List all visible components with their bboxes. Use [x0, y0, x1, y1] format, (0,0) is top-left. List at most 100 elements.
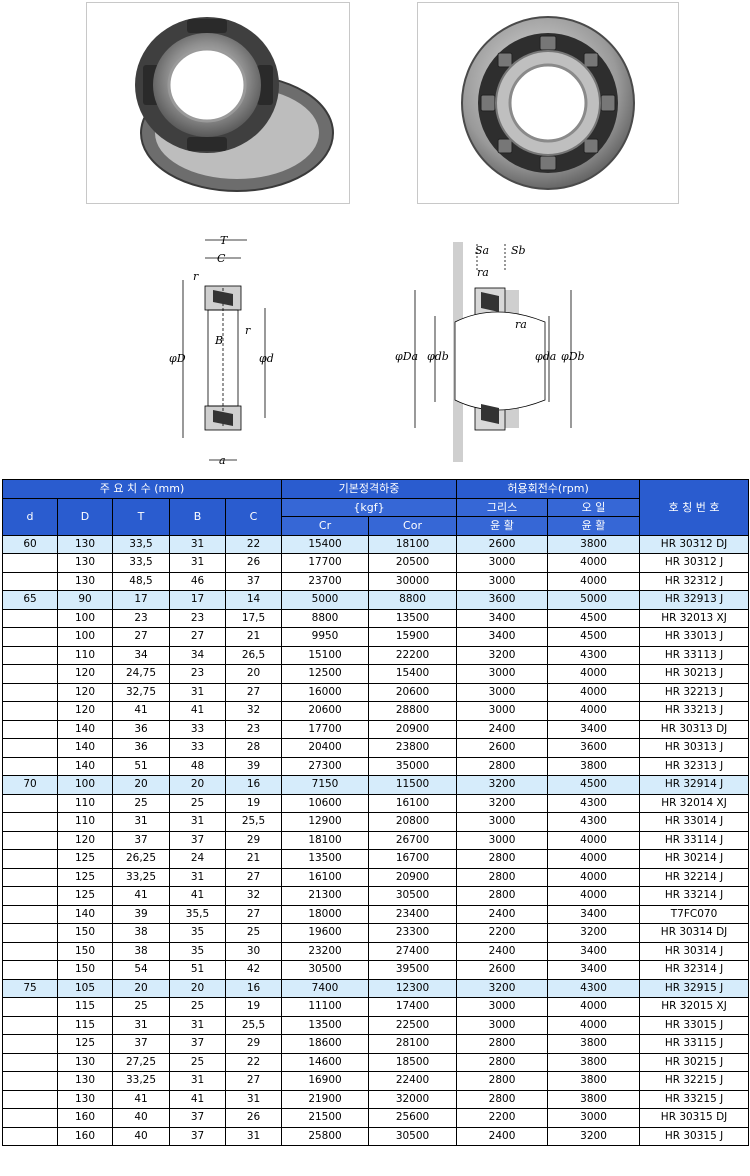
table-cell: HR 32915 J	[639, 978, 750, 998]
table-cell: 2400	[456, 904, 549, 924]
table-cell: 21500	[281, 1108, 370, 1128]
table-cell: 25	[112, 793, 170, 813]
table-cell: 75	[2, 978, 58, 998]
table-cell: 17,5	[224, 608, 283, 628]
table-cell: 120	[57, 664, 113, 684]
table-cell: 4500	[547, 775, 641, 795]
table-cell: 18000	[281, 904, 370, 924]
table-cell: 18600	[281, 1034, 370, 1054]
table-cell: 22400	[368, 1071, 458, 1091]
table-cell	[2, 830, 58, 850]
table-cell: 29	[224, 830, 283, 850]
table-cell: 27	[224, 867, 283, 887]
table-cell: 22200	[368, 645, 458, 665]
table-cell: 14600	[281, 1052, 370, 1072]
table-cell: 20600	[281, 701, 370, 721]
table-cell: 31	[169, 1015, 226, 1035]
table-cell: 150	[57, 960, 113, 980]
table-cell: 17700	[281, 553, 370, 573]
table-cell: HR 32015 XJ	[639, 997, 750, 1017]
table-cell	[2, 1052, 58, 1072]
table-cell: 17	[169, 590, 226, 610]
table-cell: 23	[224, 719, 283, 739]
table-cell: 3000	[456, 812, 549, 832]
table-cell: 27400	[368, 941, 458, 961]
table-cell: 2800	[456, 1071, 549, 1091]
table-cell: 27,25	[112, 1052, 170, 1072]
table-cell	[2, 812, 58, 832]
table-cell: HR 33114 J	[639, 830, 750, 850]
table-cell: 23	[112, 608, 170, 628]
table-cell: 22	[224, 1052, 283, 1072]
table-cell: 2800	[456, 867, 549, 887]
table-cell: 12300	[368, 978, 458, 998]
table-cell: 140	[57, 756, 113, 776]
table-cell: 37	[224, 571, 283, 591]
table-cell	[2, 571, 58, 591]
table-cell: HR 30215 J	[639, 1052, 750, 1072]
table-cell: 36	[112, 738, 170, 758]
table-cell: HR 32213 J	[639, 682, 750, 702]
table-cell: 8800	[368, 590, 458, 610]
table-cell: 25	[169, 1052, 226, 1072]
table-cell: 18100	[281, 830, 370, 850]
table-cell: 37	[112, 1034, 170, 1054]
table-cell: 105	[57, 978, 113, 998]
table-cell: 41	[112, 701, 170, 721]
header-C: C	[224, 497, 283, 536]
table-cell: 3200	[456, 645, 549, 665]
table-cell: 42	[224, 960, 283, 980]
table-cell: 20	[224, 664, 283, 684]
table-cell: 24	[169, 849, 226, 869]
label-phi-da: φda	[535, 350, 556, 363]
table-cell: 32000	[368, 1089, 458, 1109]
table-cell: 21900	[281, 1089, 370, 1109]
label-phi-Da: φDa	[395, 350, 418, 363]
table-cell: 4000	[547, 830, 641, 850]
table-cell: 4300	[547, 812, 641, 832]
header-Cr: Cr	[281, 516, 370, 536]
table-cell: 2400	[456, 719, 549, 739]
table-cell: 22500	[368, 1015, 458, 1035]
table-cell: 38	[112, 923, 170, 943]
table-cell: 2800	[456, 1089, 549, 1109]
table-cell: 48	[169, 756, 226, 776]
table-cell: 3800	[547, 1089, 641, 1109]
table-cell: 30	[224, 941, 283, 961]
table-cell: 3400	[547, 904, 641, 924]
label-r-top: r	[193, 270, 199, 283]
header-speed: 허용회전수(rpm)	[456, 479, 641, 499]
table-cell: HR 30313 DJ	[639, 719, 750, 739]
bearing-photo-separated-image	[135, 17, 334, 192]
table-cell: 27	[224, 682, 283, 702]
bearing-dimension-diagram: T C r r B φD φd a	[165, 228, 285, 468]
table-cell: 3400	[547, 719, 641, 739]
bearing-photo-assembled	[417, 2, 679, 204]
table-cell: 16100	[281, 867, 370, 887]
table-cell: 3000	[456, 830, 549, 850]
table-cell: 2600	[456, 534, 549, 554]
table-cell: 35000	[368, 756, 458, 776]
header-part-no: 호 칭 번 호	[639, 479, 750, 536]
table-cell: HR 33015 J	[639, 1015, 750, 1035]
table-cell: 110	[57, 812, 113, 832]
table-cell: 110	[57, 793, 113, 813]
table-cell: 17	[112, 590, 170, 610]
table-cell: 25,5	[224, 1015, 283, 1035]
table-cell: 125	[57, 867, 113, 887]
table-cell	[2, 941, 58, 961]
table-cell: HR 32913 J	[639, 590, 750, 610]
table-cell: 20600	[368, 682, 458, 702]
table-cell: 3000	[456, 1015, 549, 1035]
table-cell	[2, 1089, 58, 1109]
table-cell: 20	[169, 775, 226, 795]
table-cell	[2, 849, 58, 869]
